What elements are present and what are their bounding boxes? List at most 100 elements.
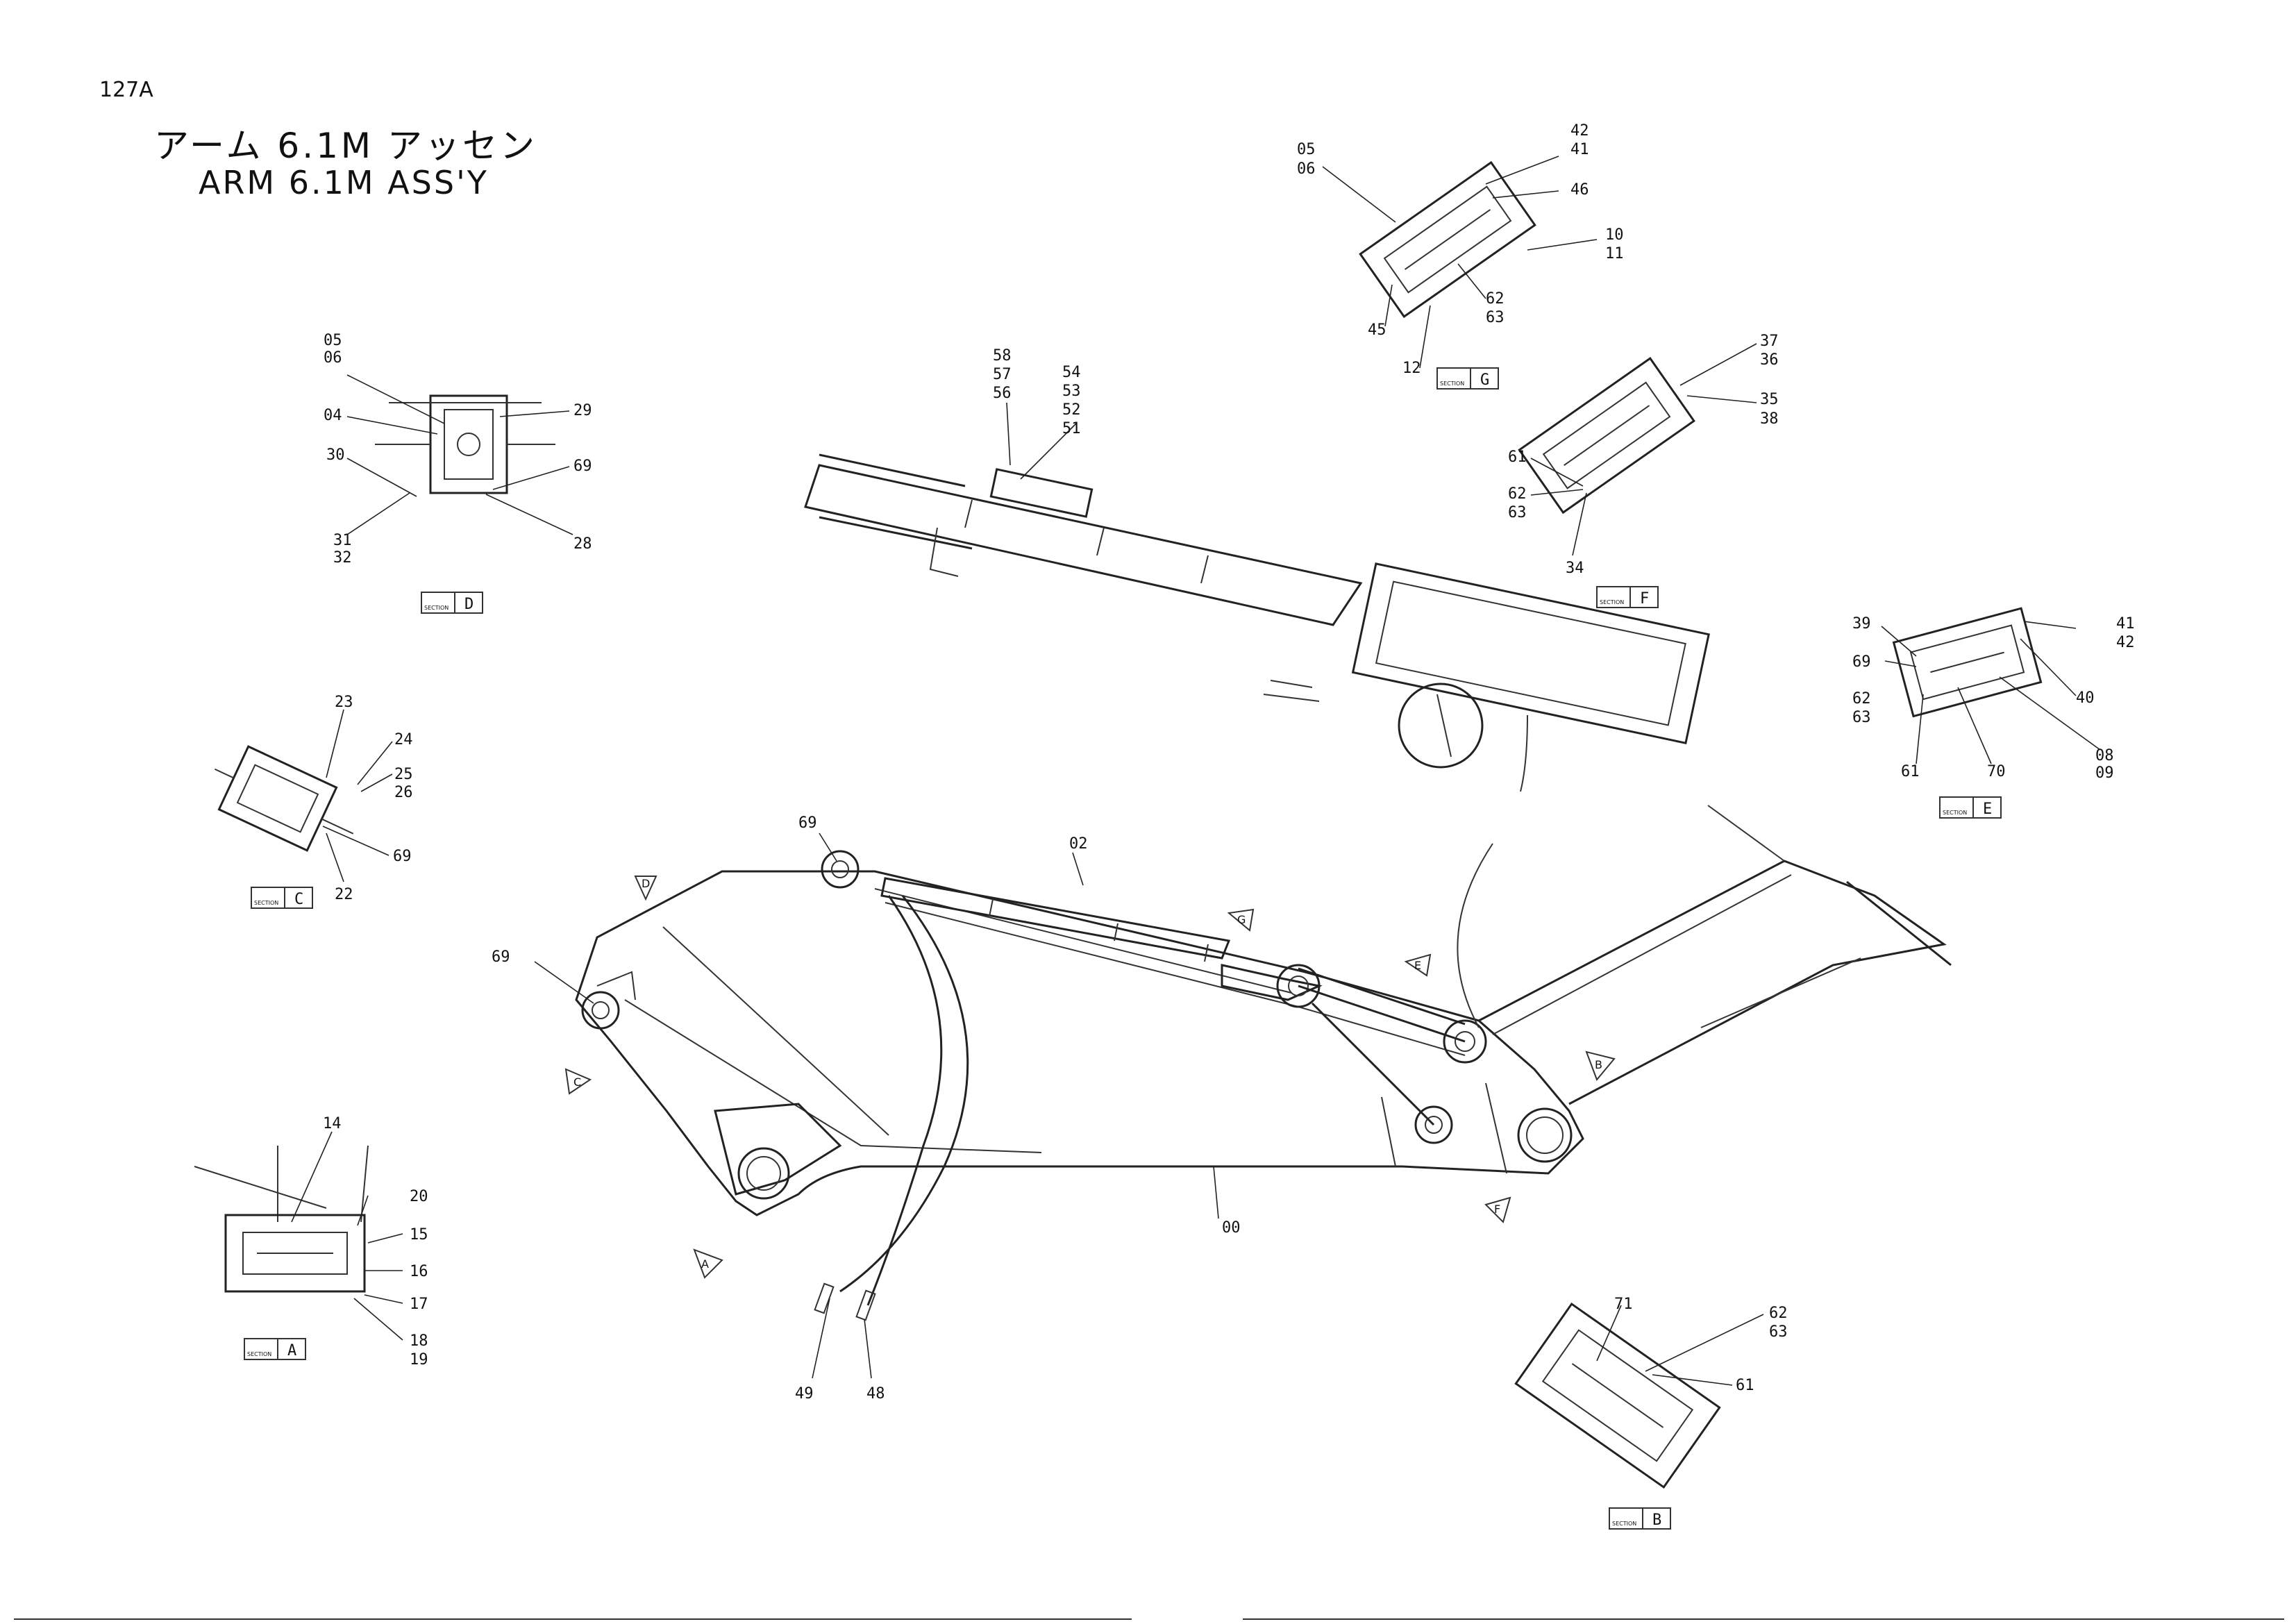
part-label: 35 [1760, 391, 1779, 408]
part-label: 28 [573, 535, 592, 553]
leader-lines [291, 156, 2101, 1386]
section-f-detail [1518, 357, 1695, 514]
part-label: 36 [1760, 351, 1779, 369]
part-label: 40 [2076, 689, 2095, 707]
view-marker-a: A [693, 1248, 723, 1279]
part-label: 10 [1605, 226, 1624, 244]
arm-boss-pin [737, 1147, 790, 1200]
part-label: 18 [410, 1332, 428, 1350]
part-label: 49 [795, 1385, 814, 1403]
svg-text:SECTION: SECTION [1943, 810, 1967, 816]
part-label: 63 [1508, 504, 1527, 521]
svg-text:G: G [1480, 371, 1489, 389]
part-label: 69 [492, 948, 510, 966]
part-label: 46 [1570, 181, 1589, 199]
part-label: 62 [1769, 1305, 1788, 1322]
svg-text:F: F [1640, 590, 1649, 608]
svg-text:B: B [1595, 1058, 1602, 1071]
bucket-cylinder [880, 877, 1231, 960]
part-label: 63 [1769, 1323, 1788, 1341]
part-label: 61 [1901, 763, 1920, 780]
top-pin [821, 850, 860, 889]
view-marker-b: B [1585, 1050, 1616, 1081]
link-pin-f [1414, 1105, 1453, 1144]
part-label: 38 [1760, 410, 1779, 428]
part-label: 30 [326, 446, 345, 464]
part-label: 62 [1486, 290, 1505, 308]
title-japanese: アーム 6.1M アッセン [154, 126, 537, 166]
bucket-boss [1517, 1107, 1573, 1163]
part-label: 45 [1368, 321, 1386, 339]
part-label: 37 [1760, 333, 1779, 350]
part-label: 52 [1062, 401, 1081, 419]
part-label: 05 [324, 332, 342, 349]
section-label-f: SECTION F [1596, 586, 1659, 608]
part-label: 62 [1508, 485, 1527, 503]
part-label: 58 [993, 347, 1012, 365]
left-pin [581, 991, 620, 1030]
part-label: 06 [324, 349, 342, 367]
part-label: 42 [2116, 634, 2135, 651]
part-label: 42 [1570, 122, 1589, 140]
section-label-c: SECTION C [251, 887, 313, 909]
svg-text:D: D [464, 596, 474, 613]
part-label: 24 [394, 731, 413, 748]
svg-text:E: E [1983, 801, 1992, 818]
svg-text:E: E [1414, 959, 1421, 972]
part-label: 08 [2095, 747, 2114, 764]
arm-gusset [714, 1103, 842, 1196]
part-label: 09 [2095, 764, 2114, 782]
section-label-a: SECTION A [244, 1338, 306, 1360]
part-label: 14 [323, 1115, 342, 1132]
svg-text:SECTION: SECTION [1600, 599, 1624, 605]
svg-text:F: F [1494, 1203, 1500, 1216]
part-label: 39 [1852, 615, 1871, 633]
part-label: 29 [573, 402, 592, 419]
part-label: 70 [1987, 763, 2006, 780]
part-label: 69 [393, 848, 412, 865]
view-marker-g: G [1227, 908, 1255, 932]
view-marker-e: E [1404, 953, 1432, 977]
svg-text:SECTION: SECTION [1440, 380, 1464, 387]
svg-text:A: A [287, 1342, 296, 1359]
boom-section [1478, 860, 1947, 1105]
part-label: 00 [1222, 1219, 1241, 1237]
hose-49 [839, 895, 969, 1293]
svg-text:SECTION: SECTION [424, 605, 449, 611]
part-label: 69 [798, 814, 817, 832]
arm-main-view [575, 805, 1952, 1321]
view-marker-c: C [564, 1068, 592, 1095]
section-b-detail [1514, 1303, 1721, 1489]
part-label: 02 [1069, 835, 1088, 853]
part-label: 05 [1297, 141, 1316, 158]
part-label: 31 [333, 532, 352, 549]
part-label: 61 [1736, 1377, 1754, 1394]
svg-text:SECTION: SECTION [247, 1351, 271, 1357]
section-g-detail [1359, 160, 1536, 319]
svg-text:C: C [573, 1075, 581, 1089]
part-label: 16 [410, 1263, 428, 1280]
svg-text:SECTION: SECTION [254, 900, 278, 906]
part-label: 23 [335, 694, 353, 711]
part-label: 41 [1570, 141, 1589, 158]
part-label: 56 [993, 385, 1012, 402]
section-e-detail [1892, 607, 2043, 718]
part-label: 32 [333, 549, 352, 567]
svg-text:C: C [294, 891, 303, 908]
svg-text:G: G [1237, 913, 1246, 926]
section-label-b: SECTION B [1609, 1507, 1671, 1530]
part-label: 17 [410, 1296, 428, 1313]
link-pin-g [1276, 964, 1321, 1008]
view-marker-f: F [1484, 1196, 1511, 1223]
svg-text:SECTION: SECTION [1612, 1521, 1636, 1527]
page-number: 127A [99, 78, 153, 102]
part-label: 53 [1062, 383, 1081, 400]
svg-text:B: B [1652, 1512, 1661, 1529]
arm-top-view [804, 453, 1710, 792]
svg-text:A: A [701, 1257, 709, 1271]
part-label: 04 [324, 407, 342, 424]
section-label-g: SECTION G [1436, 367, 1499, 390]
part-label: 71 [1614, 1296, 1633, 1313]
part-label: 69 [573, 458, 592, 475]
hose-48 [866, 895, 943, 1306]
